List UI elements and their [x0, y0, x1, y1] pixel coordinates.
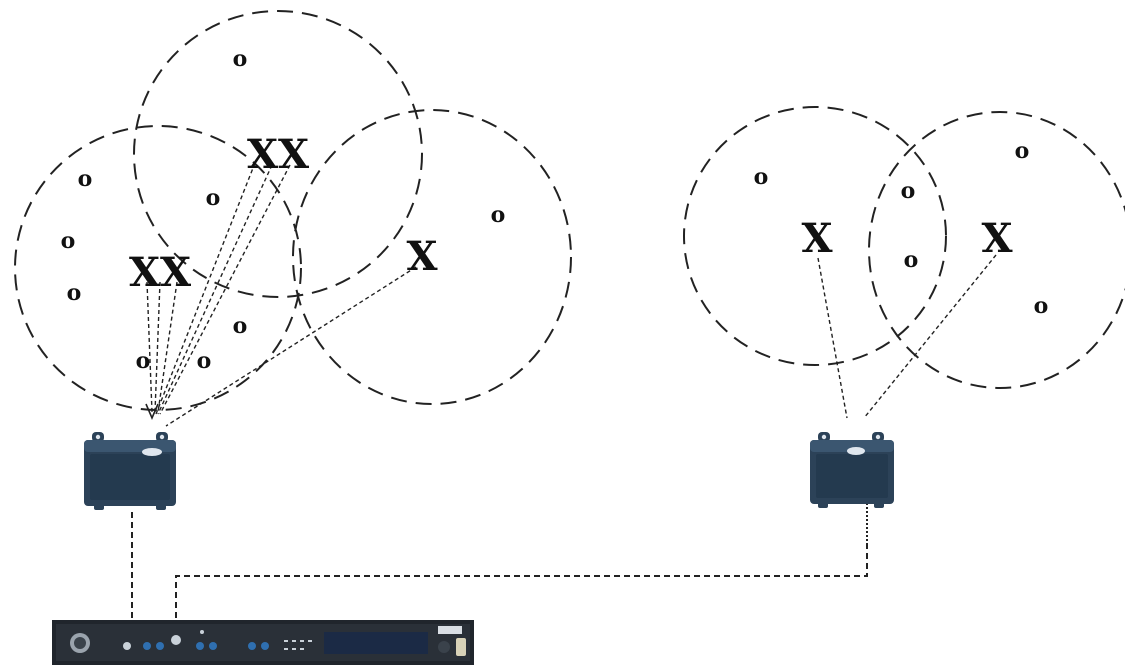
unit-mark: o: [754, 164, 769, 190]
coverage-cell: [292, 109, 572, 405]
transceiver-right[interactable]: [810, 432, 894, 508]
coverage-cell: [133, 10, 423, 298]
unit-mark: o: [1034, 293, 1049, 319]
unit-mark: o: [206, 185, 221, 211]
unit-mark: o: [901, 178, 916, 204]
unit-mark: o: [904, 247, 919, 273]
beltpack-pair-mark: XX: [247, 131, 309, 178]
right-coverage-cells: [683, 106, 1125, 389]
display-panel: [324, 632, 428, 654]
beltpack-mark: X: [406, 233, 437, 280]
beltpack-mark: X: [981, 215, 1012, 262]
unit-mark: o: [233, 46, 248, 72]
beltpack-mark: X: [801, 215, 832, 262]
base-station[interactable]: [52, 620, 474, 665]
unit-mark: o: [61, 228, 76, 254]
unit-mark: o: [233, 313, 248, 339]
unit-marks: o o o o o o o o o o o o o o: [61, 46, 1049, 374]
cabling: [131, 500, 868, 618]
right-signal-links: [817, 254, 997, 419]
unit-mark: o: [197, 348, 212, 374]
left-signal-links: [145, 162, 417, 427]
signal-link: [817, 257, 848, 419]
arrow-head: [145, 403, 159, 421]
unit-mark: o: [491, 202, 506, 228]
beltpack-marks: XX XX X X X: [129, 131, 1013, 296]
coverage-cell: [14, 125, 302, 411]
unit-mark: o: [136, 348, 151, 374]
cable: [175, 545, 868, 618]
signal-link: [155, 162, 256, 415]
signal-link: [146, 281, 153, 413]
signal-link: [863, 254, 997, 419]
signal-link: [165, 266, 417, 427]
coverage-cell: [683, 106, 947, 366]
signal-link: [159, 164, 291, 415]
signal-link: [154, 281, 161, 413]
signal-link: [157, 281, 178, 413]
unit-mark: o: [67, 280, 82, 306]
beltpack-pair-mark: XX: [129, 249, 191, 296]
unit-mark: o: [78, 166, 93, 192]
transceiver-left[interactable]: [84, 432, 176, 510]
coverage-cell: [868, 111, 1125, 389]
unit-mark: o: [1015, 138, 1030, 164]
left-coverage-cells: [14, 10, 572, 411]
signal-link: [157, 164, 273, 415]
